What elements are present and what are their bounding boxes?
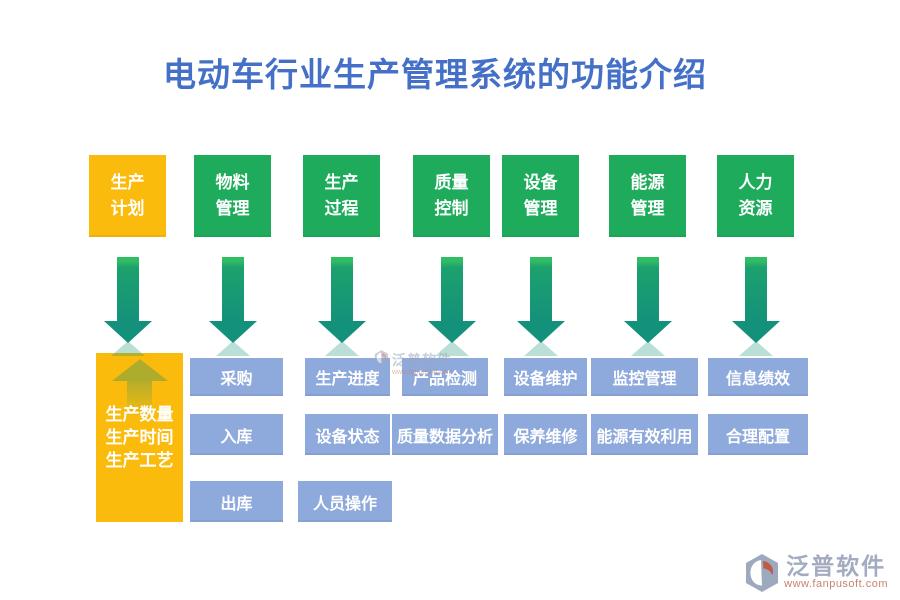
header-label: 控制 [434, 199, 469, 218]
detail-box-equipment-maintenance: 设备维护 [504, 358, 587, 396]
header-label: 物料 [215, 173, 250, 192]
header-label: 管理 [215, 199, 250, 218]
arrow-reflection-icon [111, 359, 168, 417]
header-label: 质量 [434, 173, 469, 192]
detail-box-rational-allocation: 合理配置 [708, 414, 808, 455]
detail-box-outbound: 出库 [190, 481, 283, 522]
detail-box-purchase: 采购 [190, 358, 283, 396]
header-box-equipment-management: 设备 管理 [502, 155, 579, 237]
header-label: 设备 [523, 173, 558, 192]
page-title: 电动车行业生产管理系统的功能介绍 [163, 56, 707, 93]
header-box-human-resources: 人力 资源 [717, 155, 794, 237]
down-arrow-icon [209, 257, 257, 356]
detail-box-monitoring-management: 监控管理 [591, 358, 698, 396]
header-label: 计划 [110, 199, 145, 218]
header-label: 管理 [523, 199, 558, 218]
detail-box-inbound: 入库 [190, 414, 283, 455]
detail-box-energy-utilization: 能源有效利用 [591, 414, 698, 455]
down-arrow-icon [732, 257, 780, 356]
down-arrow-icon [517, 257, 565, 356]
brand-logo-icon [746, 554, 779, 592]
header-box-quality-control: 质量 控制 [413, 155, 490, 237]
footer-logo: 泛普软件 www.fanpusoft.com [744, 554, 888, 592]
detail-box-quality-data-analysis: 质量数据分析 [392, 414, 498, 455]
header-label: 管理 [630, 199, 665, 218]
down-arrow-icon [318, 257, 366, 356]
footer-brand-name: 泛普软件 [786, 553, 887, 579]
detail-box-product-inspection: 产品检测 [402, 358, 488, 396]
header-box-energy-management: 能源 管理 [609, 155, 686, 237]
header-label: 人力 [738, 173, 773, 192]
detail-box-equipment-status: 设备状态 [305, 414, 390, 455]
header-box-production-plan: 生产 计划 [89, 155, 166, 237]
header-label: 资源 [738, 199, 773, 218]
header-label: 过程 [324, 199, 359, 218]
header-box-material-management: 物料 管理 [194, 155, 271, 237]
header-box-production-process: 生产 过程 [303, 155, 380, 237]
plan-detail-line: 生产工艺 [105, 451, 174, 470]
detail-box-production-progress: 生产进度 [305, 358, 390, 396]
plan-detail-line: 生产时间 [105, 428, 174, 447]
detail-box-information-performance: 信息绩效 [708, 358, 808, 396]
plan-detail-line: 生产数量 [105, 405, 174, 424]
down-arrow-icon [104, 257, 152, 356]
detail-box-maintenance-repair: 保养维修 [504, 414, 587, 455]
footer-brand-url: www.fanpusoft.com [784, 578, 888, 590]
down-arrow-icon [428, 257, 476, 356]
header-label: 生产 [110, 173, 145, 192]
header-label: 生产 [324, 173, 359, 192]
plan-detail-lines: 生产数量 生产时间 生产工艺 [106, 403, 174, 472]
detail-box-personnel-operation: 人员操作 [298, 481, 392, 522]
down-arrow-icon [624, 257, 672, 356]
detail-box-production-plan: 生产数量 生产时间 生产工艺 [96, 353, 183, 522]
header-label: 能源 [630, 173, 665, 192]
